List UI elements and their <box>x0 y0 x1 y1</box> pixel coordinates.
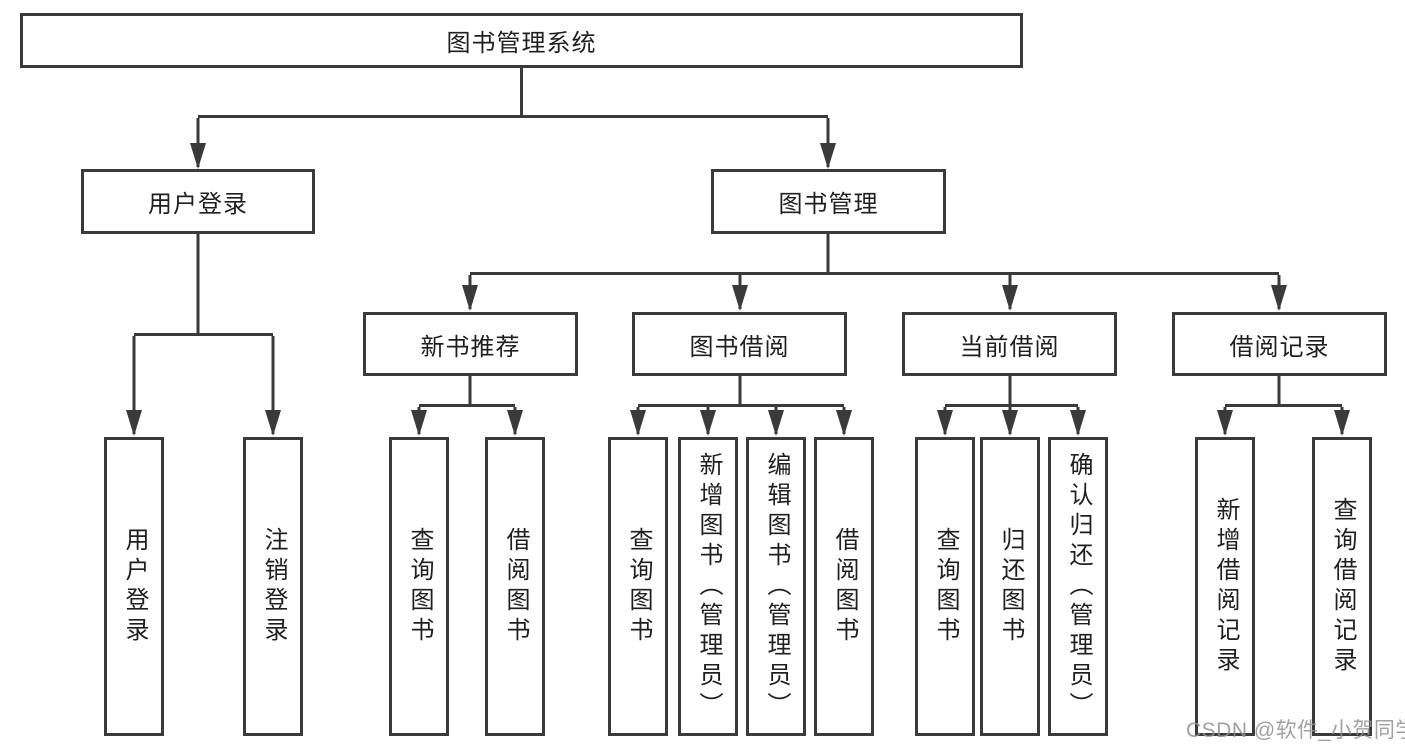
node-borrow-records: 借阅记录 <box>1172 312 1387 376</box>
leaf-query-books-current: 查询图书 <box>915 437 975 736</box>
leaf-edit-book-admin: 编辑图书（管理员） <box>746 437 806 736</box>
node-book-management: 图书管理 <box>711 169 946 234</box>
node-current-borrow: 当前借阅 <box>902 312 1117 376</box>
leaf-query-books-recommend: 查询图书 <box>389 437 449 736</box>
leaf-user-login: 用户登录 <box>104 437 164 736</box>
leaf-query-books-borrow: 查询图书 <box>608 437 668 736</box>
node-new-book-recommend: 新书推荐 <box>363 312 578 376</box>
node-root-system: 图书管理系统 <box>20 13 1023 68</box>
leaf-borrow-books-recommend: 借阅图书 <box>485 437 545 736</box>
leaf-return-book: 归还图书 <box>980 437 1040 736</box>
leaf-borrow-books-borrow: 借阅图书 <box>814 437 874 736</box>
node-user-login: 用户登录 <box>81 169 315 234</box>
leaf-confirm-return-admin: 确认归还（管理员） <box>1048 437 1108 736</box>
leaf-add-borrow-record: 新增借阅记录 <box>1195 437 1255 736</box>
node-book-borrow: 图书借阅 <box>632 312 847 376</box>
leaf-add-book-admin: 新增图书（管理员） <box>678 437 738 736</box>
leaf-query-borrow-record: 查询借阅记录 <box>1312 437 1372 736</box>
csdn-watermark: CSDN @软件_小贺同学 <box>1186 719 1405 742</box>
leaf-logout: 注销登录 <box>243 437 303 736</box>
